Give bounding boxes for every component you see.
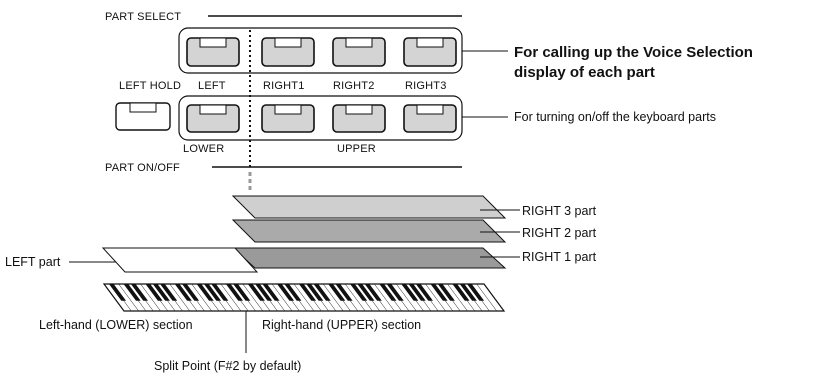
white-key-divider bbox=[220, 283, 242, 312]
right1-select-button[interactable] bbox=[261, 37, 315, 67]
white-key-divider bbox=[140, 283, 161, 312]
right3-button-label: RIGHT3 bbox=[405, 80, 447, 92]
black-key bbox=[108, 284, 127, 301]
part-onoff-label: PART ON/OFF bbox=[105, 162, 180, 174]
left-layer bbox=[101, 247, 259, 273]
black-key bbox=[160, 284, 178, 301]
black-key bbox=[284, 284, 302, 301]
black-key bbox=[225, 284, 243, 301]
white-key-divider bbox=[344, 283, 366, 312]
right1-layer bbox=[231, 247, 507, 269]
black-key bbox=[430, 284, 448, 301]
right1-onoff-button[interactable] bbox=[261, 104, 315, 133]
black-key bbox=[255, 284, 273, 301]
right2-layer bbox=[231, 219, 507, 243]
black-key bbox=[233, 284, 251, 301]
black-key bbox=[182, 284, 200, 301]
white-key-divider bbox=[191, 283, 212, 312]
black-key bbox=[335, 284, 353, 301]
white-key-divider bbox=[271, 283, 293, 312]
black-key bbox=[152, 284, 170, 301]
black-key bbox=[262, 284, 280, 301]
black-key bbox=[328, 284, 346, 301]
black-key bbox=[306, 284, 324, 301]
black-key bbox=[452, 284, 470, 301]
onoff-callout-text: For turning on/off the keyboard parts bbox=[514, 110, 716, 124]
split-point-label: Split Point (F#2 by default) bbox=[154, 359, 301, 373]
black-key bbox=[467, 284, 485, 301]
white-key-divider bbox=[169, 283, 190, 312]
black-key bbox=[386, 284, 404, 301]
white-key-divider bbox=[425, 283, 446, 312]
black-key bbox=[459, 284, 477, 301]
black-key bbox=[130, 284, 148, 301]
right2-onoff-button[interactable] bbox=[332, 104, 386, 133]
part-select-label: PART SELECT bbox=[105, 11, 181, 23]
upper-label: UPPER bbox=[337, 143, 376, 155]
right2-select-button[interactable] bbox=[332, 37, 386, 67]
left-section-label: Left-hand (LOWER) section bbox=[39, 318, 193, 332]
left-hold-button[interactable] bbox=[115, 102, 171, 131]
voice-callout-line2: display of each part bbox=[514, 64, 655, 81]
lower-label: LOWER bbox=[183, 143, 224, 155]
right3-select-button[interactable] bbox=[403, 37, 457, 67]
left-part-label: LEFT part bbox=[5, 255, 61, 269]
left-button-label: LEFT bbox=[198, 80, 226, 92]
right3-layer bbox=[231, 195, 507, 219]
black-key bbox=[145, 284, 163, 301]
black-keys bbox=[108, 283, 497, 312]
white-key-divider bbox=[323, 283, 344, 312]
black-key bbox=[277, 284, 295, 301]
black-key bbox=[350, 284, 368, 301]
left-onoff-button[interactable] bbox=[186, 104, 240, 133]
white-key-divider bbox=[396, 283, 417, 312]
right1-button-label: RIGHT1 bbox=[263, 80, 305, 92]
left-select-button[interactable] bbox=[186, 37, 240, 67]
black-key bbox=[379, 284, 397, 301]
white-key-divider bbox=[293, 283, 315, 312]
black-key bbox=[203, 284, 222, 301]
voice-callout-line1: For calling up the Voice Selection bbox=[514, 44, 753, 61]
white-key-divider bbox=[447, 283, 468, 312]
right3-onoff-button[interactable] bbox=[403, 104, 457, 133]
black-key bbox=[298, 284, 317, 301]
black-key bbox=[174, 284, 192, 301]
right1-part-label: RIGHT 1 part bbox=[522, 250, 597, 264]
black-key bbox=[364, 284, 382, 301]
right2-part-label: RIGHT 2 part bbox=[522, 226, 597, 240]
black-key bbox=[415, 284, 433, 301]
right3-part-label: RIGHT 3 part bbox=[522, 204, 597, 218]
white-key-divider bbox=[242, 283, 264, 312]
keyboard bbox=[102, 283, 506, 312]
right2-button-label: RIGHT2 bbox=[333, 80, 375, 92]
black-key bbox=[196, 284, 214, 301]
black-key bbox=[408, 284, 426, 301]
right-section-label: Right-hand (UPPER) section bbox=[262, 318, 421, 332]
white-key-divider bbox=[476, 283, 497, 312]
black-key bbox=[123, 284, 141, 301]
white-key-divider bbox=[118, 283, 139, 312]
black-key bbox=[313, 284, 331, 301]
black-key bbox=[437, 284, 455, 301]
black-key bbox=[357, 284, 375, 301]
left-hold-label: LEFT HOLD bbox=[119, 80, 181, 92]
black-key bbox=[247, 284, 265, 301]
black-key bbox=[211, 284, 229, 301]
black-key bbox=[401, 284, 419, 301]
white-key-divider bbox=[374, 283, 395, 312]
